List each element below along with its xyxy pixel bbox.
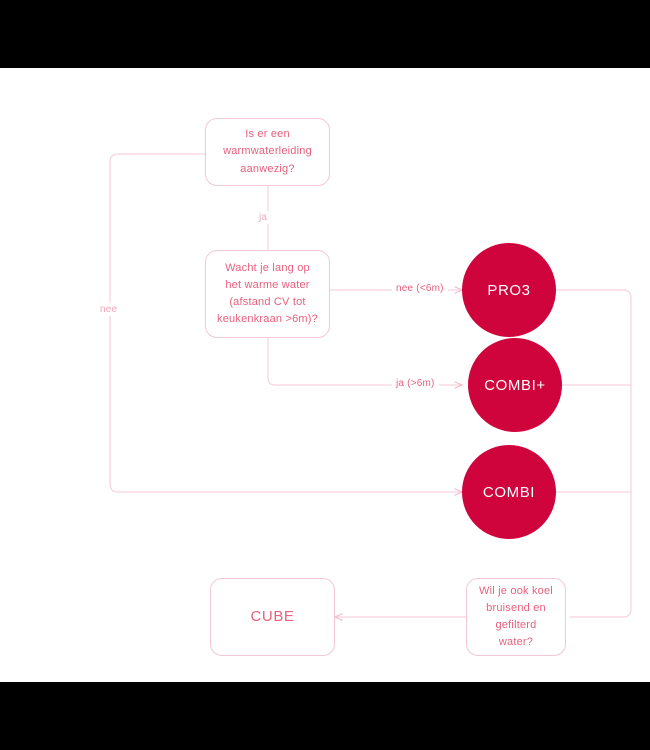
edge-label-nee: nee [96,303,122,316]
node-label: COMBI+ [484,376,546,394]
node-wil-je-ook-koel-bruisend-water[interactable]: Wil je ook koel bruisend en gefilterd wa… [466,578,566,656]
edge-label-ja-over-6m: ja (>6m) [392,377,439,390]
diagram-canvas: Is er een warmwaterleiding aanwezig? Wac… [0,68,650,682]
node-result-combi[interactable]: COMBI [462,445,556,539]
node-label: COMBI [482,483,536,501]
node-label: CUBE [250,608,295,626]
edge-ja-6m-to-combiplus [267,338,462,385]
edge-nee-to-combi [109,153,462,492]
node-wacht-je-lang-op-het-warme-water[interactable]: Wacht je lang op het warme water (afstan… [205,250,330,338]
edge-label-nee-under-6m: nee (<6m) [392,282,448,295]
node-label: Wil je ook koel bruisend en gefilterd wa… [479,584,553,649]
node-result-cube[interactable]: CUBE [210,578,335,656]
edge-label-ja: ja [255,211,272,224]
node-label: PRO3 [487,281,531,299]
letterbox-bottom [0,682,650,750]
node-result-pro3[interactable]: PRO3 [462,243,556,337]
node-label: Wacht je lang op het warme water (afstan… [217,261,318,326]
node-label: Is er een warmwaterleiding aanwezig? [223,128,312,175]
node-is-er-een-warmwaterleiding[interactable]: Is er een warmwaterleiding aanwezig? [205,118,330,186]
node-result-combi-plus[interactable]: COMBI+ [468,338,562,432]
letterbox-top [0,0,650,68]
edge-pro3-to-bus [556,289,632,618]
flowchart-connectors [109,153,632,682]
